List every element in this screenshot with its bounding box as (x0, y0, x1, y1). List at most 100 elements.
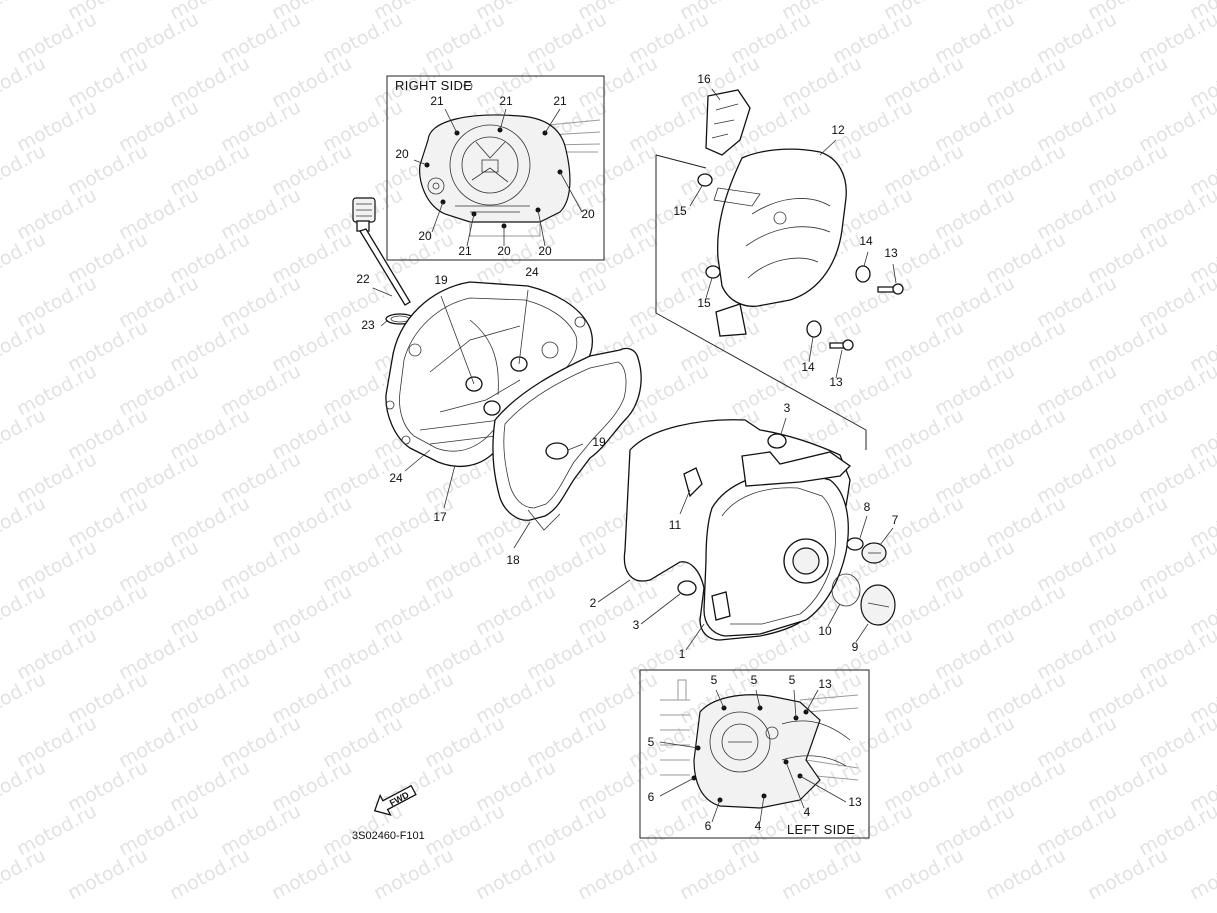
watermark-text: motod.ru (0, 404, 49, 464)
callout-label: 4 (804, 805, 811, 819)
callout-label: 15 (697, 296, 711, 310)
callout-label: 13 (884, 246, 898, 260)
callout-label: 12 (831, 123, 845, 137)
callout-label: 5 (751, 673, 758, 687)
callout-label: 15 (673, 204, 687, 218)
gasket-18 (492, 347, 642, 549)
dowel-3-b (677, 580, 697, 596)
callout-label: 20 (538, 244, 552, 258)
callout-label: 14 (801, 360, 815, 374)
part-8-o-ring (846, 537, 864, 551)
callout-label: 20 (497, 244, 511, 258)
watermark-text: motod.ru (268, 844, 355, 904)
callout-label: 21 (553, 94, 567, 108)
watermark-text: motod.ru (166, 844, 253, 904)
part-14-b (806, 320, 822, 338)
callout-label: 24 (525, 265, 539, 279)
clutch-cover-ring (449, 124, 531, 206)
cover-17-leaders (404, 289, 529, 509)
callout-label: 16 (697, 72, 711, 86)
part-14-a (855, 265, 871, 283)
watermark-text: motod.ru (1186, 844, 1217, 904)
part-12-cover (717, 148, 847, 307)
callout-label: 13 (848, 795, 862, 809)
callout-label: 21 (458, 244, 472, 258)
callout-label: 2 (590, 596, 597, 610)
callout-label: 24 (389, 471, 403, 485)
callout-label: 19 (434, 273, 448, 287)
left-crankcase-cover (597, 417, 896, 651)
part-15-b (705, 265, 721, 279)
left-side-title: LEFT SIDE (787, 822, 855, 837)
part-10-o-ring (831, 573, 861, 607)
group-bracket-left (655, 155, 867, 431)
watermark-text: motod.ru (0, 492, 49, 552)
callout-label: 13 (818, 677, 832, 691)
watermark-text: motod.ru (472, 844, 559, 904)
right-side-leaders (413, 108, 583, 247)
callout-label: 1 (679, 647, 686, 661)
callout-label: 20 (418, 229, 432, 243)
dowel-19-b (545, 442, 569, 460)
dowel-24-b (483, 400, 501, 416)
callout-label: 5 (648, 735, 655, 749)
watermark-text: motod.ru (880, 844, 967, 904)
right-side-fins (547, 119, 601, 153)
callout-label: 4 (755, 819, 762, 833)
left-side-fins (660, 694, 859, 781)
watermark-text: motod.ru (1084, 844, 1171, 904)
watermark-text: motod.ru (0, 52, 49, 112)
cover-1-leaders (597, 417, 894, 651)
callout-label: 6 (705, 819, 712, 833)
callout-label: 3 (784, 401, 791, 415)
callout-label: 18 (506, 553, 520, 567)
watermark-text: motod.ru (574, 844, 661, 904)
left-side-inset: LEFT SIDE (639, 669, 870, 839)
callout-label: 10 (818, 624, 832, 638)
callout-label: 8 (864, 500, 871, 514)
callout-label: 5 (711, 673, 718, 687)
right-side-boss (427, 177, 445, 195)
watermark-text: motod.ru (778, 844, 865, 904)
watermark-text: motod.ru (0, 844, 49, 904)
callout-label: 21 (430, 94, 444, 108)
left-side-hub-ring (709, 711, 771, 773)
callout-label: 7 (892, 513, 899, 527)
watermark-text: motod.ru (0, 580, 49, 640)
diagram-code: 3S02460-F101 (352, 830, 425, 842)
left-side-frame (639, 669, 870, 839)
part-11-clip (683, 467, 703, 498)
sprocket-cover-group (655, 88, 904, 450)
gasket-18-outer (492, 347, 642, 521)
callout-label: 6 (648, 790, 655, 804)
callout-label: 20 (581, 207, 595, 221)
clutch-star (471, 141, 509, 183)
callout-label: 19 (592, 435, 606, 449)
callout-label: 14 (859, 234, 873, 248)
callout-label: 3 (633, 618, 640, 632)
right-side-frame (386, 75, 605, 261)
callout-label: 20 (395, 147, 409, 161)
part-15-a (697, 173, 713, 187)
watermark-text: motod.ru (0, 668, 49, 728)
watermark-text: motod.ru (64, 844, 151, 904)
part-16-guide (705, 89, 751, 156)
callout-label: 22 (356, 272, 370, 286)
watermark-text: motod.ru (0, 140, 49, 200)
dowel-3-a (767, 433, 787, 449)
callout-label: 9 (852, 640, 859, 654)
watermark-text: motod.ru (0, 756, 49, 816)
fwd-arrow-shape (373, 784, 417, 816)
callout-label: 5 (789, 673, 796, 687)
callout-label: 17 (433, 510, 447, 524)
watermark-text: motod.ru (676, 844, 763, 904)
callout-label: 11 (669, 518, 682, 532)
callout-label: 23 (361, 318, 375, 332)
watermark-text: motod.ru (0, 0, 49, 24)
watermark-text: motod.ru (982, 844, 1069, 904)
dipstick-rod (359, 228, 411, 306)
